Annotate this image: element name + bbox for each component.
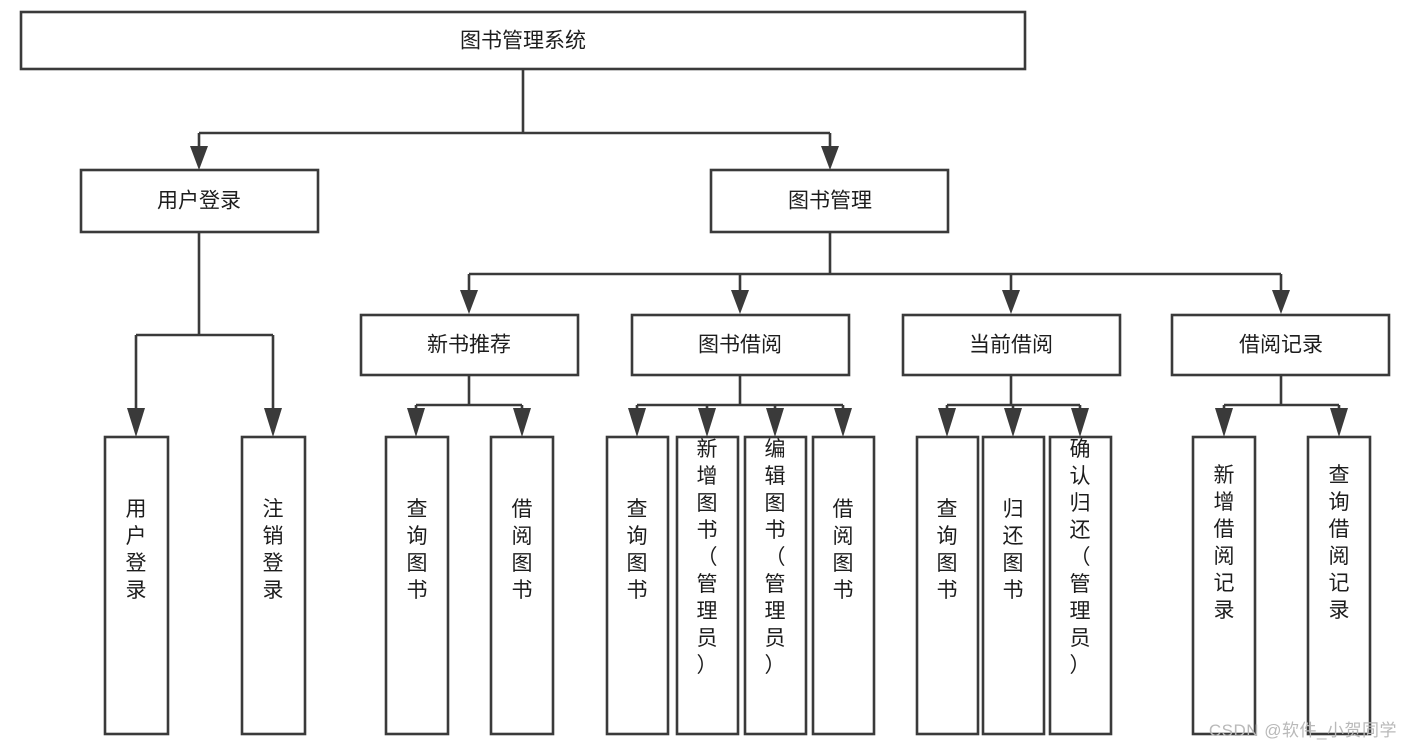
- node-leaf-return-book-label: 归还图书: [1003, 498, 1024, 602]
- csdn-watermark: CSDN @软件_小贺同学: [1208, 721, 1397, 740]
- arrow-head-leaf-borrow-book-1: [513, 408, 531, 437]
- arrow-head-leaf-add-book: [698, 408, 716, 437]
- node-leaf-add-book[interactable]: 新增图书（管理员）: [675, 435, 740, 736]
- node-leaf-add-book-label: 新增图书（管理员）: [697, 438, 718, 677]
- connector-group-book-manage: [460, 232, 1290, 314]
- node-new-book-recommend[interactable]: 新书推荐: [359, 313, 580, 377]
- arrow-head-new-book-recommend: [460, 290, 478, 314]
- node-leaf-query-record-box[interactable]: [1306, 435, 1372, 736]
- node-leaf-logout-login[interactable]: 注销登录: [240, 435, 307, 736]
- node-leaf-query-record[interactable]: 查询借阅记录: [1306, 435, 1372, 736]
- arrow-head-leaf-user-login: [127, 408, 145, 437]
- node-root-box[interactable]: [19, 10, 1027, 71]
- node-leaf-query-book-1-box[interactable]: [384, 435, 450, 736]
- node-leaf-borrow-book-2-label: 借阅图书: [833, 498, 854, 602]
- arrow-head-leaf-query-record: [1330, 408, 1348, 437]
- arrow-head-leaf-query-book-3: [938, 408, 956, 437]
- arrow-head-user-login: [190, 146, 208, 170]
- node-user-login-label: 用户登录: [157, 190, 241, 213]
- node-book-manage-label: 图书管理: [788, 190, 872, 213]
- arrow-head-leaf-edit-book: [766, 408, 784, 437]
- node-book-manage[interactable]: 图书管理: [709, 168, 950, 234]
- node-borrow-record-label: 借阅记录: [1239, 334, 1323, 357]
- node-leaf-query-book-2[interactable]: 查询图书: [605, 435, 670, 736]
- node-leaf-query-record-label: 查询借阅记录: [1329, 464, 1350, 622]
- node-leaf-edit-book[interactable]: 编辑图书（管理员）: [743, 435, 808, 736]
- node-leaf-query-book-1[interactable]: 查询图书: [384, 435, 450, 736]
- node-leaf-confirm-return-box[interactable]: [1048, 435, 1113, 736]
- arrow-head-leaf-query-book-1: [407, 408, 425, 437]
- node-leaf-borrow-book-2[interactable]: 借阅图书: [811, 435, 876, 736]
- node-leaf-add-record[interactable]: 新增借阅记录: [1191, 435, 1257, 736]
- node-leaf-borrow-book-1-box[interactable]: [489, 435, 555, 736]
- arrow-head-borrow-record: [1272, 290, 1290, 314]
- node-leaf-query-book-3[interactable]: 查询图书: [915, 435, 980, 736]
- node-leaf-query-book-3-label: 查询图书: [937, 498, 958, 602]
- node-borrow-record-box[interactable]: [1170, 313, 1391, 377]
- connector-group-borrow-record: [1215, 375, 1348, 437]
- node-book-borrow[interactable]: 图书借阅: [630, 313, 851, 377]
- node-new-book-recommend-label: 新书推荐: [427, 334, 511, 357]
- node-leaf-user-login-label: 用户登录: [126, 498, 147, 602]
- node-leaf-query-book-1-label: 查询图书: [407, 498, 428, 602]
- node-leaf-query-book-3-box[interactable]: [915, 435, 980, 736]
- node-borrow-record[interactable]: 借阅记录: [1170, 313, 1391, 377]
- node-book-borrow-box[interactable]: [630, 313, 851, 377]
- node-leaf-borrow-book-1-label: 借阅图书: [512, 498, 533, 602]
- node-book-borrow-label: 图书借阅: [698, 334, 782, 357]
- node-leaf-confirm-return[interactable]: 确认归还（管理员）: [1048, 435, 1113, 736]
- arrow-head-leaf-logout-login: [264, 408, 282, 437]
- connector-group-root: [190, 70, 839, 170]
- connector-group-book-borrow: [628, 375, 852, 437]
- node-root[interactable]: 图书管理系统: [19, 10, 1027, 71]
- node-new-book-recommend-box[interactable]: [359, 313, 580, 377]
- node-book-manage-box[interactable]: [709, 168, 950, 234]
- arrow-head-leaf-query-book-2: [628, 408, 646, 437]
- connector-group-current-borrow: [938, 375, 1089, 437]
- arrow-head-leaf-return-book: [1004, 408, 1022, 437]
- node-leaf-add-record-label: 新增借阅记录: [1214, 464, 1235, 622]
- connector-group-user-login: [127, 232, 282, 437]
- arrow-head-current-borrow: [1002, 290, 1020, 314]
- arrow-head-leaf-confirm-return: [1071, 408, 1089, 437]
- node-leaf-user-login-box[interactable]: [103, 435, 170, 736]
- arrow-head-leaf-add-record: [1215, 408, 1233, 437]
- node-leaf-edit-book-box[interactable]: [743, 435, 808, 736]
- arrow-head-book-borrow: [731, 290, 749, 314]
- connector-group-new-book-recommend: [407, 375, 531, 437]
- node-leaf-user-login[interactable]: 用户登录: [103, 435, 170, 736]
- node-current-borrow-box[interactable]: [901, 313, 1122, 377]
- node-user-login-box[interactable]: [79, 168, 320, 234]
- node-leaf-query-book-2-box[interactable]: [605, 435, 670, 736]
- node-leaf-logout-login-box[interactable]: [240, 435, 307, 736]
- node-leaf-confirm-return-label: 确认归还（管理员）: [1070, 438, 1091, 677]
- node-leaf-query-book-2-label: 查询图书: [627, 498, 648, 602]
- node-leaf-add-book-box[interactable]: [675, 435, 740, 736]
- node-leaf-borrow-book-1[interactable]: 借阅图书: [489, 435, 555, 736]
- node-leaf-return-book[interactable]: 归还图书: [981, 435, 1046, 736]
- node-leaf-borrow-book-2-box[interactable]: [811, 435, 876, 736]
- arrow-head-book-manage: [821, 146, 839, 170]
- node-leaf-add-record-box[interactable]: [1191, 435, 1257, 736]
- arrow-head-leaf-borrow-book-2: [834, 408, 852, 437]
- node-leaf-return-book-box[interactable]: [981, 435, 1046, 736]
- node-leaf-logout-login-label: 注销登录: [263, 498, 284, 602]
- node-leaf-edit-book-label: 编辑图书（管理员）: [765, 438, 786, 677]
- node-current-borrow-label: 当前借阅: [969, 334, 1053, 357]
- node-current-borrow[interactable]: 当前借阅: [901, 313, 1122, 377]
- node-user-login[interactable]: 用户登录: [79, 168, 320, 234]
- node-root-label: 图书管理系统: [460, 30, 586, 53]
